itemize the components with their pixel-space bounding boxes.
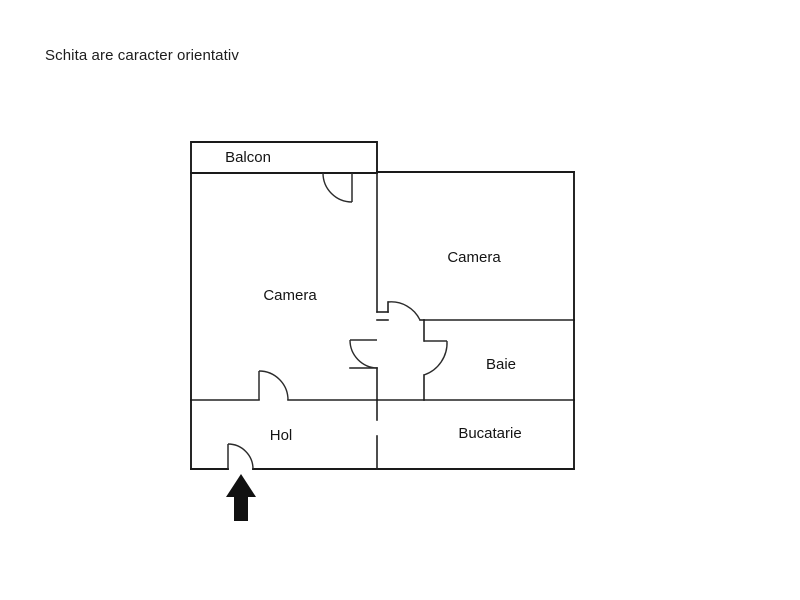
balcon-walls [190, 141, 378, 174]
room-label-camera-left: Camera [263, 287, 317, 304]
door-entrance-arc [227, 443, 254, 470]
room-bucatarie [376, 399, 575, 470]
corridor-walls [349, 301, 425, 470]
door-entrance[interactable] [227, 443, 254, 470]
door-hol-camera-arc [258, 370, 289, 401]
room-label-baie: Baie [486, 356, 516, 373]
door-baie[interactable] [423, 340, 448, 376]
door-hol-camera[interactable] [258, 370, 289, 401]
entrance-arrow [226, 474, 256, 521]
room-label-camera-right: Camera [447, 249, 501, 266]
room-baie [423, 319, 575, 401]
door-balcon[interactable] [322, 172, 353, 203]
door-baie-arc [423, 340, 448, 376]
plan-caption: Schita are caracter orientativ [45, 47, 239, 64]
room-label-hol: Hol [270, 427, 293, 444]
door-camera-right[interactable] [387, 301, 421, 321]
room-camera-right [376, 171, 575, 321]
room-hol [190, 399, 378, 470]
door-camera-right-arc [387, 301, 421, 321]
door-balcon-arc [322, 172, 353, 203]
room-label-bucatarie: Bucatarie [458, 425, 521, 442]
entrance-arrow-shape [226, 474, 256, 521]
door-camera-left-arc [349, 339, 378, 369]
room-balcon [190, 141, 378, 174]
door-camera-left[interactable] [349, 339, 378, 369]
room-label-balcon: Balcon [225, 149, 271, 166]
room-camera-left [190, 172, 378, 401]
